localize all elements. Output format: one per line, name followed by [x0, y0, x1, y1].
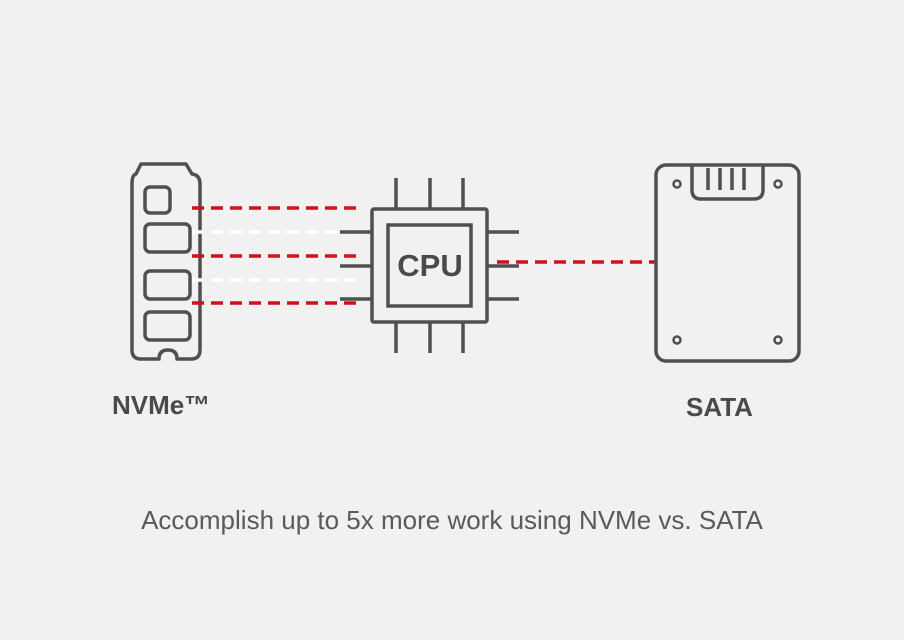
m2-chip-3: [143, 310, 192, 342]
cpu-chip-icon: [340, 178, 519, 353]
m2-chip-2: [143, 269, 192, 301]
sata-label: SATA: [686, 392, 753, 422]
nvme-lanes: [192, 206, 360, 305]
screw-hole: [773, 179, 783, 189]
m2-chip-small: [143, 185, 172, 215]
nvme-label: NVMe™: [112, 390, 211, 420]
cpu-label: CPU: [397, 248, 462, 283]
caption: Accomplish up to 5x more work using NVMe…: [141, 505, 763, 535]
m2-ssd-icon: [130, 162, 202, 361]
screw-hole: [672, 179, 682, 189]
m2-chip-1: [143, 222, 192, 254]
screw-hole: [672, 335, 682, 345]
screw-hole: [773, 335, 783, 345]
sata-ssd-icon: [654, 163, 801, 363]
